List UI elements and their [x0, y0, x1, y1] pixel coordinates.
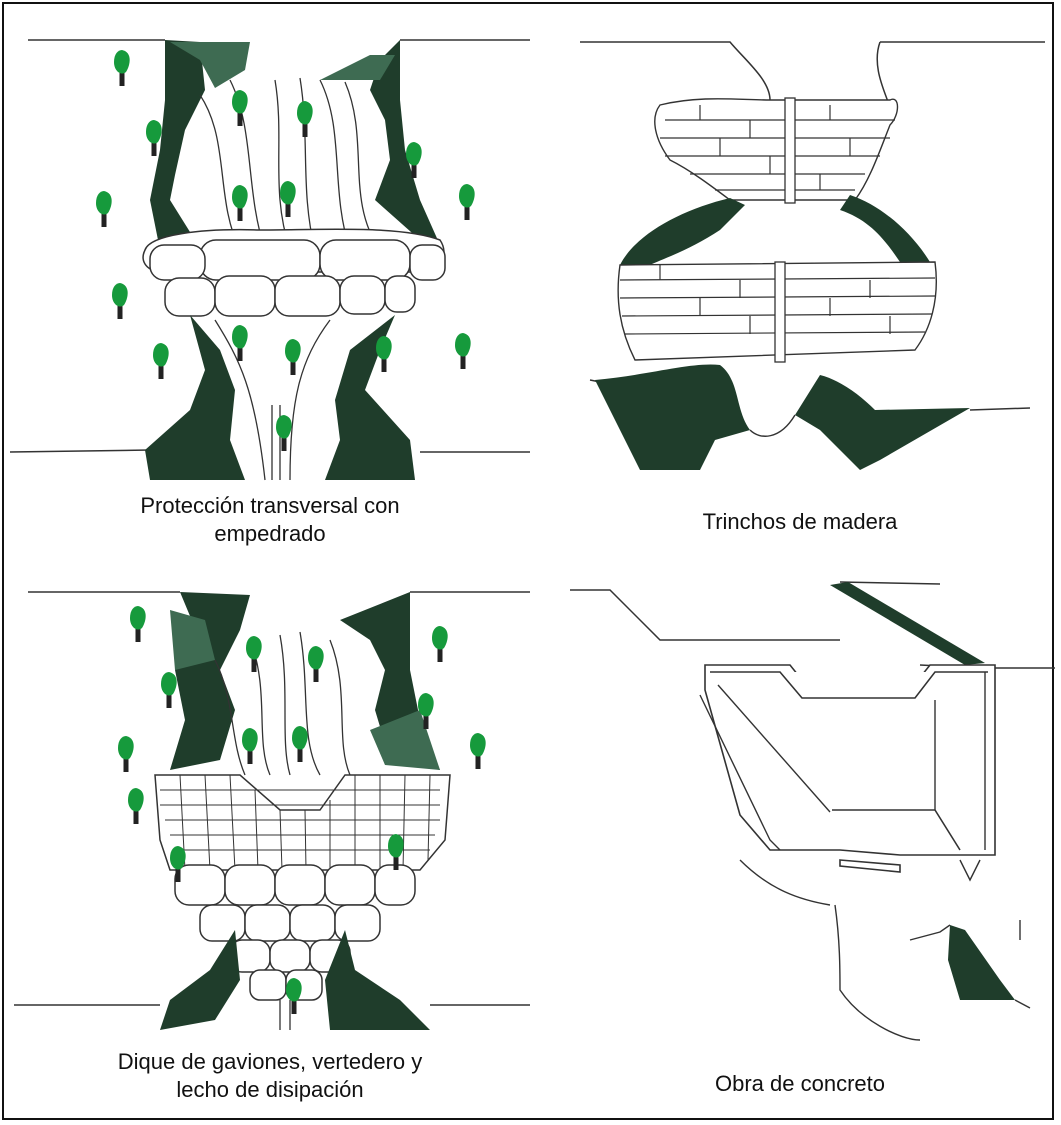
tree-icon	[376, 336, 392, 372]
caption-line-1: Trinchos de madera	[600, 508, 1000, 536]
caption-concrete-work: Obra de concreto	[600, 1070, 1000, 1098]
panel-gabion-dam: Dique de gaviones, vertedero y lecho de …	[0, 560, 540, 1125]
diagram-transverse-cobble	[0, 0, 540, 560]
tree-icon	[297, 101, 313, 137]
tree-icon	[232, 185, 248, 221]
tree-icon	[246, 636, 262, 672]
tree-icon	[242, 728, 258, 764]
tree-icon	[153, 343, 169, 379]
tree-icon	[470, 733, 486, 769]
caption-gabion-dam: Dique de gaviones, vertedero y lecho de …	[60, 1048, 480, 1104]
diagram-gabion-dam	[0, 560, 540, 1125]
tree-icon	[118, 736, 134, 772]
tree-icon	[285, 339, 301, 375]
diagram-wood-barriers	[540, 0, 1061, 560]
caption-transverse-cobble: Protección transversal con empedrado	[60, 492, 480, 548]
tree-icon	[114, 50, 130, 86]
tree-icon	[292, 726, 308, 762]
caption-line-1: Obra de concreto	[600, 1070, 1000, 1098]
tree-icon	[280, 181, 296, 217]
caption-line-1: Dique de gaviones, vertedero y	[60, 1048, 480, 1076]
tree-icon	[128, 788, 144, 824]
diagram-concrete-work	[540, 560, 1061, 1125]
tree-icon	[455, 333, 471, 369]
tree-icon	[459, 184, 475, 220]
panel-wood-barriers: Trinchos de madera	[540, 0, 1061, 560]
caption-line-2: lecho de disipación	[60, 1076, 480, 1104]
tree-icon	[96, 191, 112, 227]
caption-wood-barriers: Trinchos de madera	[600, 508, 1000, 536]
tree-icon	[276, 415, 292, 451]
tree-icon	[161, 672, 177, 708]
tree-icon	[232, 90, 248, 126]
caption-line-1: Protección transversal con	[60, 492, 480, 520]
tree-icon	[308, 646, 324, 682]
tree-icon	[286, 978, 302, 1014]
panel-concrete-work: Obra de concreto	[540, 560, 1061, 1125]
tree-icon	[130, 606, 146, 642]
tree-icon	[112, 283, 128, 319]
tree-icon	[146, 120, 162, 156]
panel-transverse-cobble: Protección transversal con empedrado	[0, 0, 540, 560]
caption-line-2: empedrado	[60, 520, 480, 548]
tree-icon	[432, 626, 448, 662]
